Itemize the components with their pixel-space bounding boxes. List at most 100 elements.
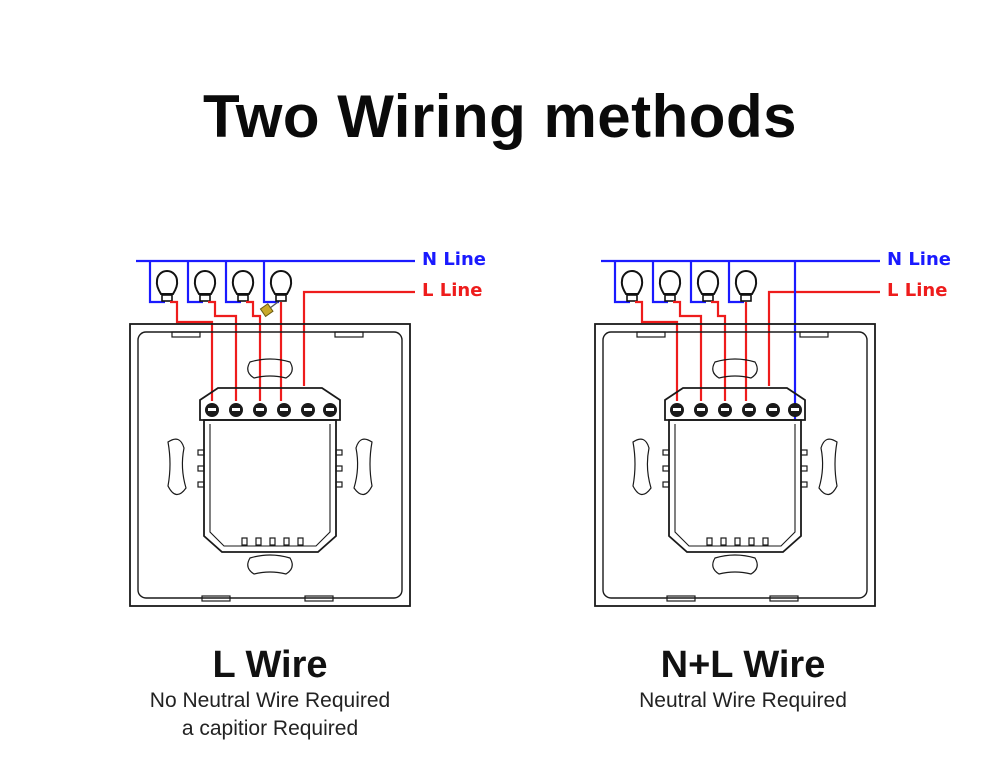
diagram-group: N Line L Line — [129, 249, 486, 607]
lamp-bulb-icon — [155, 270, 179, 295]
lamp-neutral-wire — [689, 261, 706, 304]
plate-clip — [304, 595, 334, 602]
caption-line: a capitior Required — [181, 717, 359, 740]
screw-slot — [712, 358, 758, 379]
terminal-screw-slot — [280, 408, 288, 411]
screw-slot — [353, 438, 373, 496]
side-tab — [197, 449, 205, 456]
bottom-tab — [762, 537, 769, 546]
bottom-tab — [297, 537, 304, 546]
lamp-base-icon — [702, 294, 714, 302]
lamp-live-wire — [635, 300, 679, 401]
lamp-live-wire — [208, 300, 238, 401]
screw-slot — [818, 438, 838, 496]
switch-plate-outer — [594, 323, 876, 607]
bottom-tab — [283, 537, 290, 546]
nl-wire-caption: N+L Wire Neutral Wire Required — [593, 644, 893, 715]
caption-title: N+L Wire — [660, 644, 826, 686]
lamp-base-icon — [237, 294, 249, 302]
lamp-live-wire — [170, 300, 214, 401]
terminal-screw-slot — [256, 408, 264, 411]
side-tab — [800, 449, 808, 456]
side-tab — [662, 465, 670, 472]
l-line-wire — [302, 290, 415, 386]
lamp-neutral-wire — [224, 261, 241, 304]
lamp-bulb-icon — [734, 270, 758, 295]
nl-wire-diagram: N Line L Line — [585, 236, 985, 616]
switch-module-body — [203, 419, 337, 553]
terminal-screw-slot — [232, 408, 240, 411]
terminal-block — [199, 387, 341, 421]
l-line-wire — [767, 290, 880, 386]
caption-title: L Wire — [212, 644, 328, 686]
bottom-tab — [269, 537, 276, 546]
lamp-live-wire — [711, 300, 727, 401]
bottom-tab — [241, 537, 248, 546]
terminal-screw-slot — [326, 408, 334, 411]
switch-module-inner — [209, 424, 331, 547]
switch-module-body — [668, 419, 802, 553]
diagram-group: N Line L Line — [594, 249, 951, 607]
lamp-base-icon — [740, 294, 752, 302]
terminal-block — [664, 387, 806, 421]
capacitor-icon — [259, 303, 274, 318]
lamp-bulb-icon — [231, 270, 255, 295]
terminal-screw-slot — [791, 408, 799, 411]
side-tab — [335, 465, 343, 472]
side-tab — [662, 481, 670, 488]
l-line-label: L Line — [887, 280, 947, 301]
screw-slot — [632, 438, 652, 496]
plate-clip — [334, 331, 364, 338]
lamp-base-icon — [626, 294, 638, 302]
terminal-screw-slot — [721, 408, 729, 411]
lamp-neutral-wire — [148, 261, 165, 304]
wiring-svg: N Line L Line — [594, 249, 951, 607]
l-wire-diagram: N Line L Line — [120, 236, 520, 616]
switch-plate-inner — [137, 331, 403, 599]
n-line-label: N Line — [887, 249, 951, 270]
side-tab — [800, 465, 808, 472]
bottom-tab — [734, 537, 741, 546]
side-tab — [335, 481, 343, 488]
plate-clip — [769, 595, 799, 602]
bottom-tab — [748, 537, 755, 546]
terminal-screw-slot — [208, 408, 216, 411]
lamp-base-icon — [275, 294, 287, 302]
switch-plate-inner — [602, 331, 868, 599]
terminal-screw-slot — [673, 408, 681, 411]
bottom-tab — [255, 537, 262, 546]
plate-clip — [171, 331, 201, 338]
lamp-base-icon — [664, 294, 676, 302]
side-tab — [800, 481, 808, 488]
lamp-bulb-icon — [620, 270, 644, 295]
caption-line: Neutral Wire Required — [639, 689, 847, 712]
lamp-bulb-icon — [193, 270, 217, 295]
lamp-base-icon — [199, 294, 211, 302]
plate-clip — [799, 331, 829, 338]
terminal-screw-slot — [769, 408, 777, 411]
wiring-svg: N Line L Line — [129, 249, 486, 607]
l-line-label: L Line — [422, 280, 482, 301]
lamp-neutral-wire — [613, 261, 630, 304]
plate-clip — [636, 331, 666, 338]
caption-line: No Neutral Wire Required — [149, 689, 391, 712]
switch-module-inner — [674, 424, 796, 547]
plate-clip — [666, 595, 696, 602]
bottom-tab — [720, 537, 727, 546]
bottom-tab — [706, 537, 713, 546]
plate-clip — [201, 595, 231, 602]
page-title: Two Wiring methods — [203, 83, 797, 150]
l-wire-caption: L Wire No Neutral Wire Required a capiti… — [120, 644, 420, 743]
lamp-neutral-wire — [651, 261, 668, 304]
lamp-base-icon — [161, 294, 173, 302]
lamp-bulb-icon — [269, 270, 293, 295]
capacitor-lead — [269, 301, 279, 309]
screw-slot — [167, 438, 187, 496]
terminal-screw-slot — [304, 408, 312, 411]
side-tab — [197, 465, 205, 472]
lamp-bulb-icon — [658, 270, 682, 295]
screw-slot — [247, 358, 293, 379]
switch-plate-outer — [129, 323, 411, 607]
n-line-label: N Line — [422, 249, 486, 270]
lamp-neutral-wire — [262, 261, 279, 304]
